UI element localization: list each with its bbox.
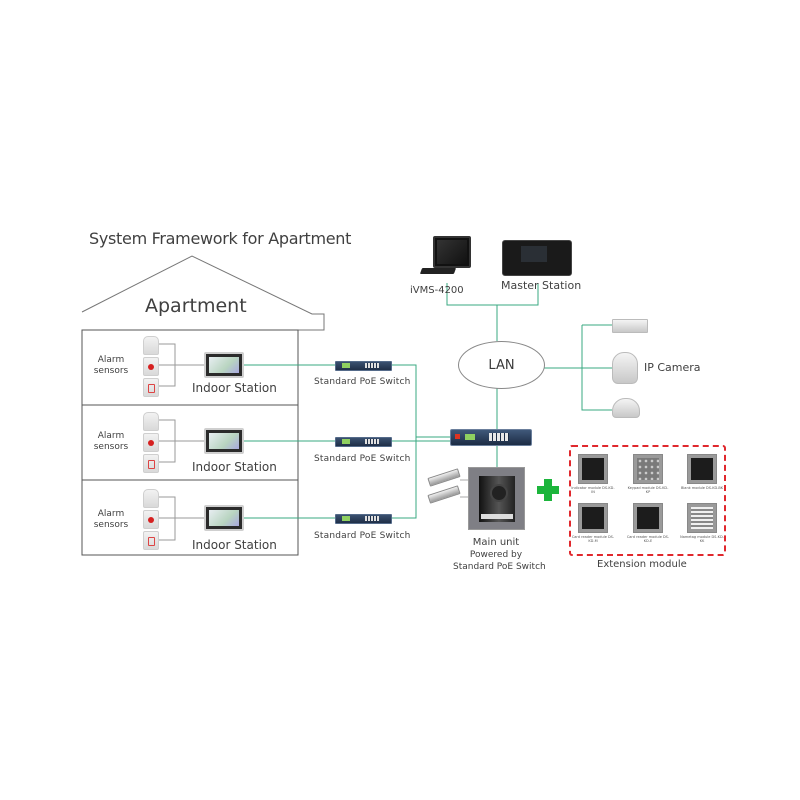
extension-module-card-reader: Card reader module DS-KD-E (627, 503, 669, 543)
panic-button-icon (143, 357, 159, 376)
alarm-label-line2: sensors (93, 366, 129, 376)
pir-sensor-icon (143, 489, 159, 508)
building-label: Apartment (145, 295, 247, 317)
main-unit-line2: Powered by (469, 550, 523, 560)
pir-sensor-icon (143, 336, 159, 355)
alarm-label-line1: Alarm (97, 509, 125, 519)
poe-switch-label: Standard PoE Switch (314, 531, 411, 541)
indoor-station-label: Indoor Station (192, 538, 277, 552)
poe-switch-label: Standard PoE Switch (314, 377, 411, 387)
indoor-station-icon (204, 352, 244, 378)
extension-module-label: Extension module (597, 559, 687, 570)
alarm-label-line1: Alarm (97, 355, 125, 365)
panic-button-icon (143, 433, 159, 452)
module-caption: Card reader module DS-KD-M (571, 535, 615, 543)
network-wires (242, 283, 612, 519)
lock-wires (460, 479, 468, 498)
keyboard-icon (419, 268, 457, 274)
extension-module-keypad: Keypad module DS-KD-KP (628, 454, 668, 494)
poe-switch-icon (335, 437, 392, 447)
lan-cloud: LAN (458, 341, 545, 389)
door-sensor-icon (143, 378, 159, 397)
ip-camera-label: IP Camera (644, 361, 701, 374)
indoor-station-icon (204, 428, 244, 454)
door-sensor-icon (143, 454, 159, 473)
main-unit-icon (468, 467, 525, 530)
panic-button-icon (143, 510, 159, 529)
alarm-sensors-label: Alarm sensors (91, 355, 131, 377)
pir-sensor-icon (143, 412, 159, 431)
master-station-icon (502, 240, 572, 276)
module-caption: Nametag module DS-KD-KK (680, 535, 724, 543)
poe-switch-label: Standard PoE Switch (314, 454, 411, 464)
indoor-station-icon (204, 505, 244, 531)
alarm-label-line2: sensors (93, 520, 129, 530)
door-sensor-icon (143, 531, 159, 550)
core-poe-switch-icon (450, 429, 532, 446)
indoor-station-label: Indoor Station (192, 460, 277, 474)
alarm-label-line1: Alarm (97, 431, 125, 441)
main-unit-label: Main unit Powered by Standard PoE Switch (453, 537, 546, 573)
alarm-sensors-label: Alarm sensors (91, 431, 131, 453)
box-camera-icon (612, 319, 648, 333)
module-caption: Blank module DS-KD-BK (680, 486, 724, 490)
indoor-station-label: Indoor Station (192, 381, 277, 395)
extension-module-indicator: Indicator module DS-KD-IN (571, 454, 615, 494)
house-roof (81, 255, 325, 331)
ivms-label: iVMS-4200 (410, 285, 464, 296)
module-caption: Indicator module DS-KD-IN (571, 486, 615, 494)
poe-switch-icon (335, 514, 392, 524)
dome-camera-icon (612, 398, 640, 418)
sensor-wires (158, 343, 204, 541)
poe-switch-icon (335, 361, 392, 371)
alarm-label-line2: sensors (93, 442, 129, 452)
extension-module-blank: Blank module DS-KD-BK (681, 454, 723, 490)
floors-frame (81, 329, 299, 556)
module-caption: Card reader module DS-KD-E (626, 535, 670, 543)
main-unit-line1: Main unit (472, 537, 520, 548)
plus-icon (537, 479, 559, 501)
master-station-label: Master Station (501, 279, 582, 292)
lan-label: LAN (488, 357, 515, 373)
computer-monitor-icon (433, 236, 471, 268)
extension-module-box: Indicator module DS-KD-IN Keypad module … (569, 445, 726, 556)
module-caption: Keypad module DS-KD-KP (627, 486, 669, 494)
ptz-camera-icon (612, 352, 638, 384)
diagram-title: System Framework for Apartment (89, 229, 352, 248)
extension-module-nametag: Nametag module DS-KD-KK (680, 503, 724, 543)
extension-module-card-reader: Card reader module DS-KD-M (572, 503, 614, 543)
alarm-sensors-label: Alarm sensors (91, 509, 131, 531)
main-unit-line3: Standard PoE Switch (453, 562, 546, 572)
